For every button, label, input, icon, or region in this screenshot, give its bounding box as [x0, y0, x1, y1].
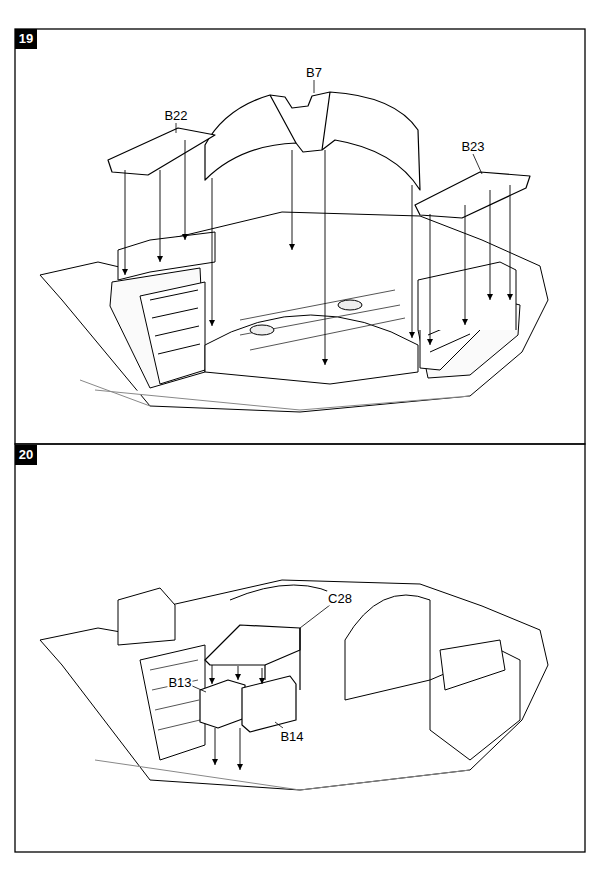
- part-number: B7: [305, 65, 323, 80]
- step-number-text: 19: [19, 31, 33, 46]
- hull-base: [40, 580, 548, 790]
- part-number: B22: [163, 108, 188, 123]
- step-number: 20: [15, 445, 37, 465]
- part-number: C28: [327, 591, 353, 606]
- part-number: B14: [279, 729, 304, 744]
- assembly-arrows: [212, 665, 262, 770]
- part-number: B23: [460, 139, 485, 154]
- step-number: 19: [15, 29, 37, 49]
- step-frame: [15, 29, 585, 444]
- part-outlines: [200, 625, 300, 732]
- part-outlines: [108, 92, 530, 218]
- leader-lines: [176, 80, 482, 174]
- hull-base: [40, 212, 548, 412]
- assembly-arrows: [125, 140, 510, 365]
- leader-lines: [190, 605, 330, 728]
- part-number: B13: [167, 675, 192, 690]
- step-number-text: 20: [19, 447, 33, 462]
- step-frame: [15, 444, 585, 852]
